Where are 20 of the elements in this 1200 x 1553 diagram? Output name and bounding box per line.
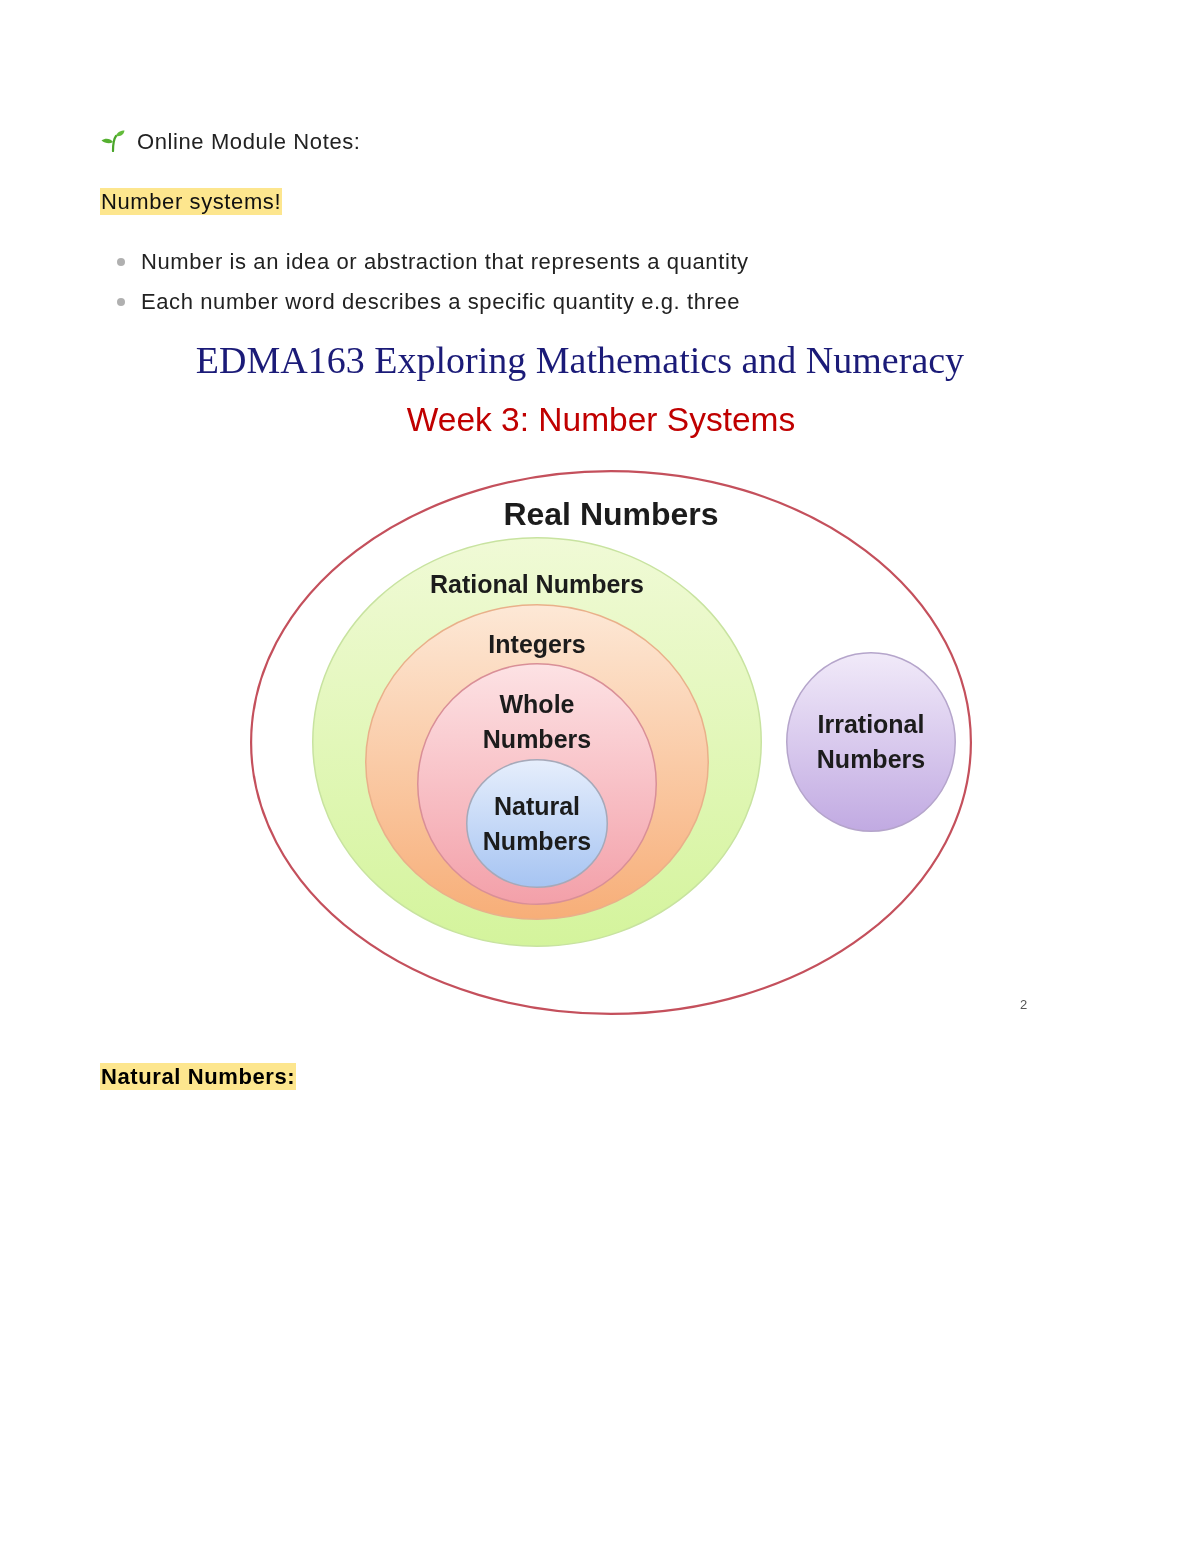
set-label: Natural Numbers <box>481 791 593 857</box>
set-circle <box>786 652 956 832</box>
set-ellipse <box>250 470 972 1015</box>
set-label: Integers <box>487 629 587 660</box>
set-label: Whole Numbers <box>481 689 593 755</box>
bullet-text: Number is an idea or abstraction that represents a quantity <box>141 248 749 275</box>
slide-title: EDMA163 Exploring Mathematics and Numeracy <box>195 338 965 383</box>
set-label: Real Numbers <box>502 495 720 534</box>
set-circle <box>466 759 608 888</box>
set-circle <box>417 663 657 905</box>
highlighted-heading: Natural Numbers: <box>100 1063 297 1090</box>
set-label: Irrational Numbers <box>815 709 927 775</box>
notes-heading: Online Module Notes: <box>137 128 361 155</box>
set-label: Rational Numbers <box>429 569 645 600</box>
highlighted-heading: Number systems! <box>100 188 283 215</box>
page-number: 2 <box>1020 997 1028 1013</box>
bullet-text: Each number word describes a specific quantity e.g. three <box>141 288 741 315</box>
set-ellipse <box>365 604 709 920</box>
slide-subtitle: Week 3: Number Systems <box>406 400 796 440</box>
set-ellipse <box>312 537 762 947</box>
